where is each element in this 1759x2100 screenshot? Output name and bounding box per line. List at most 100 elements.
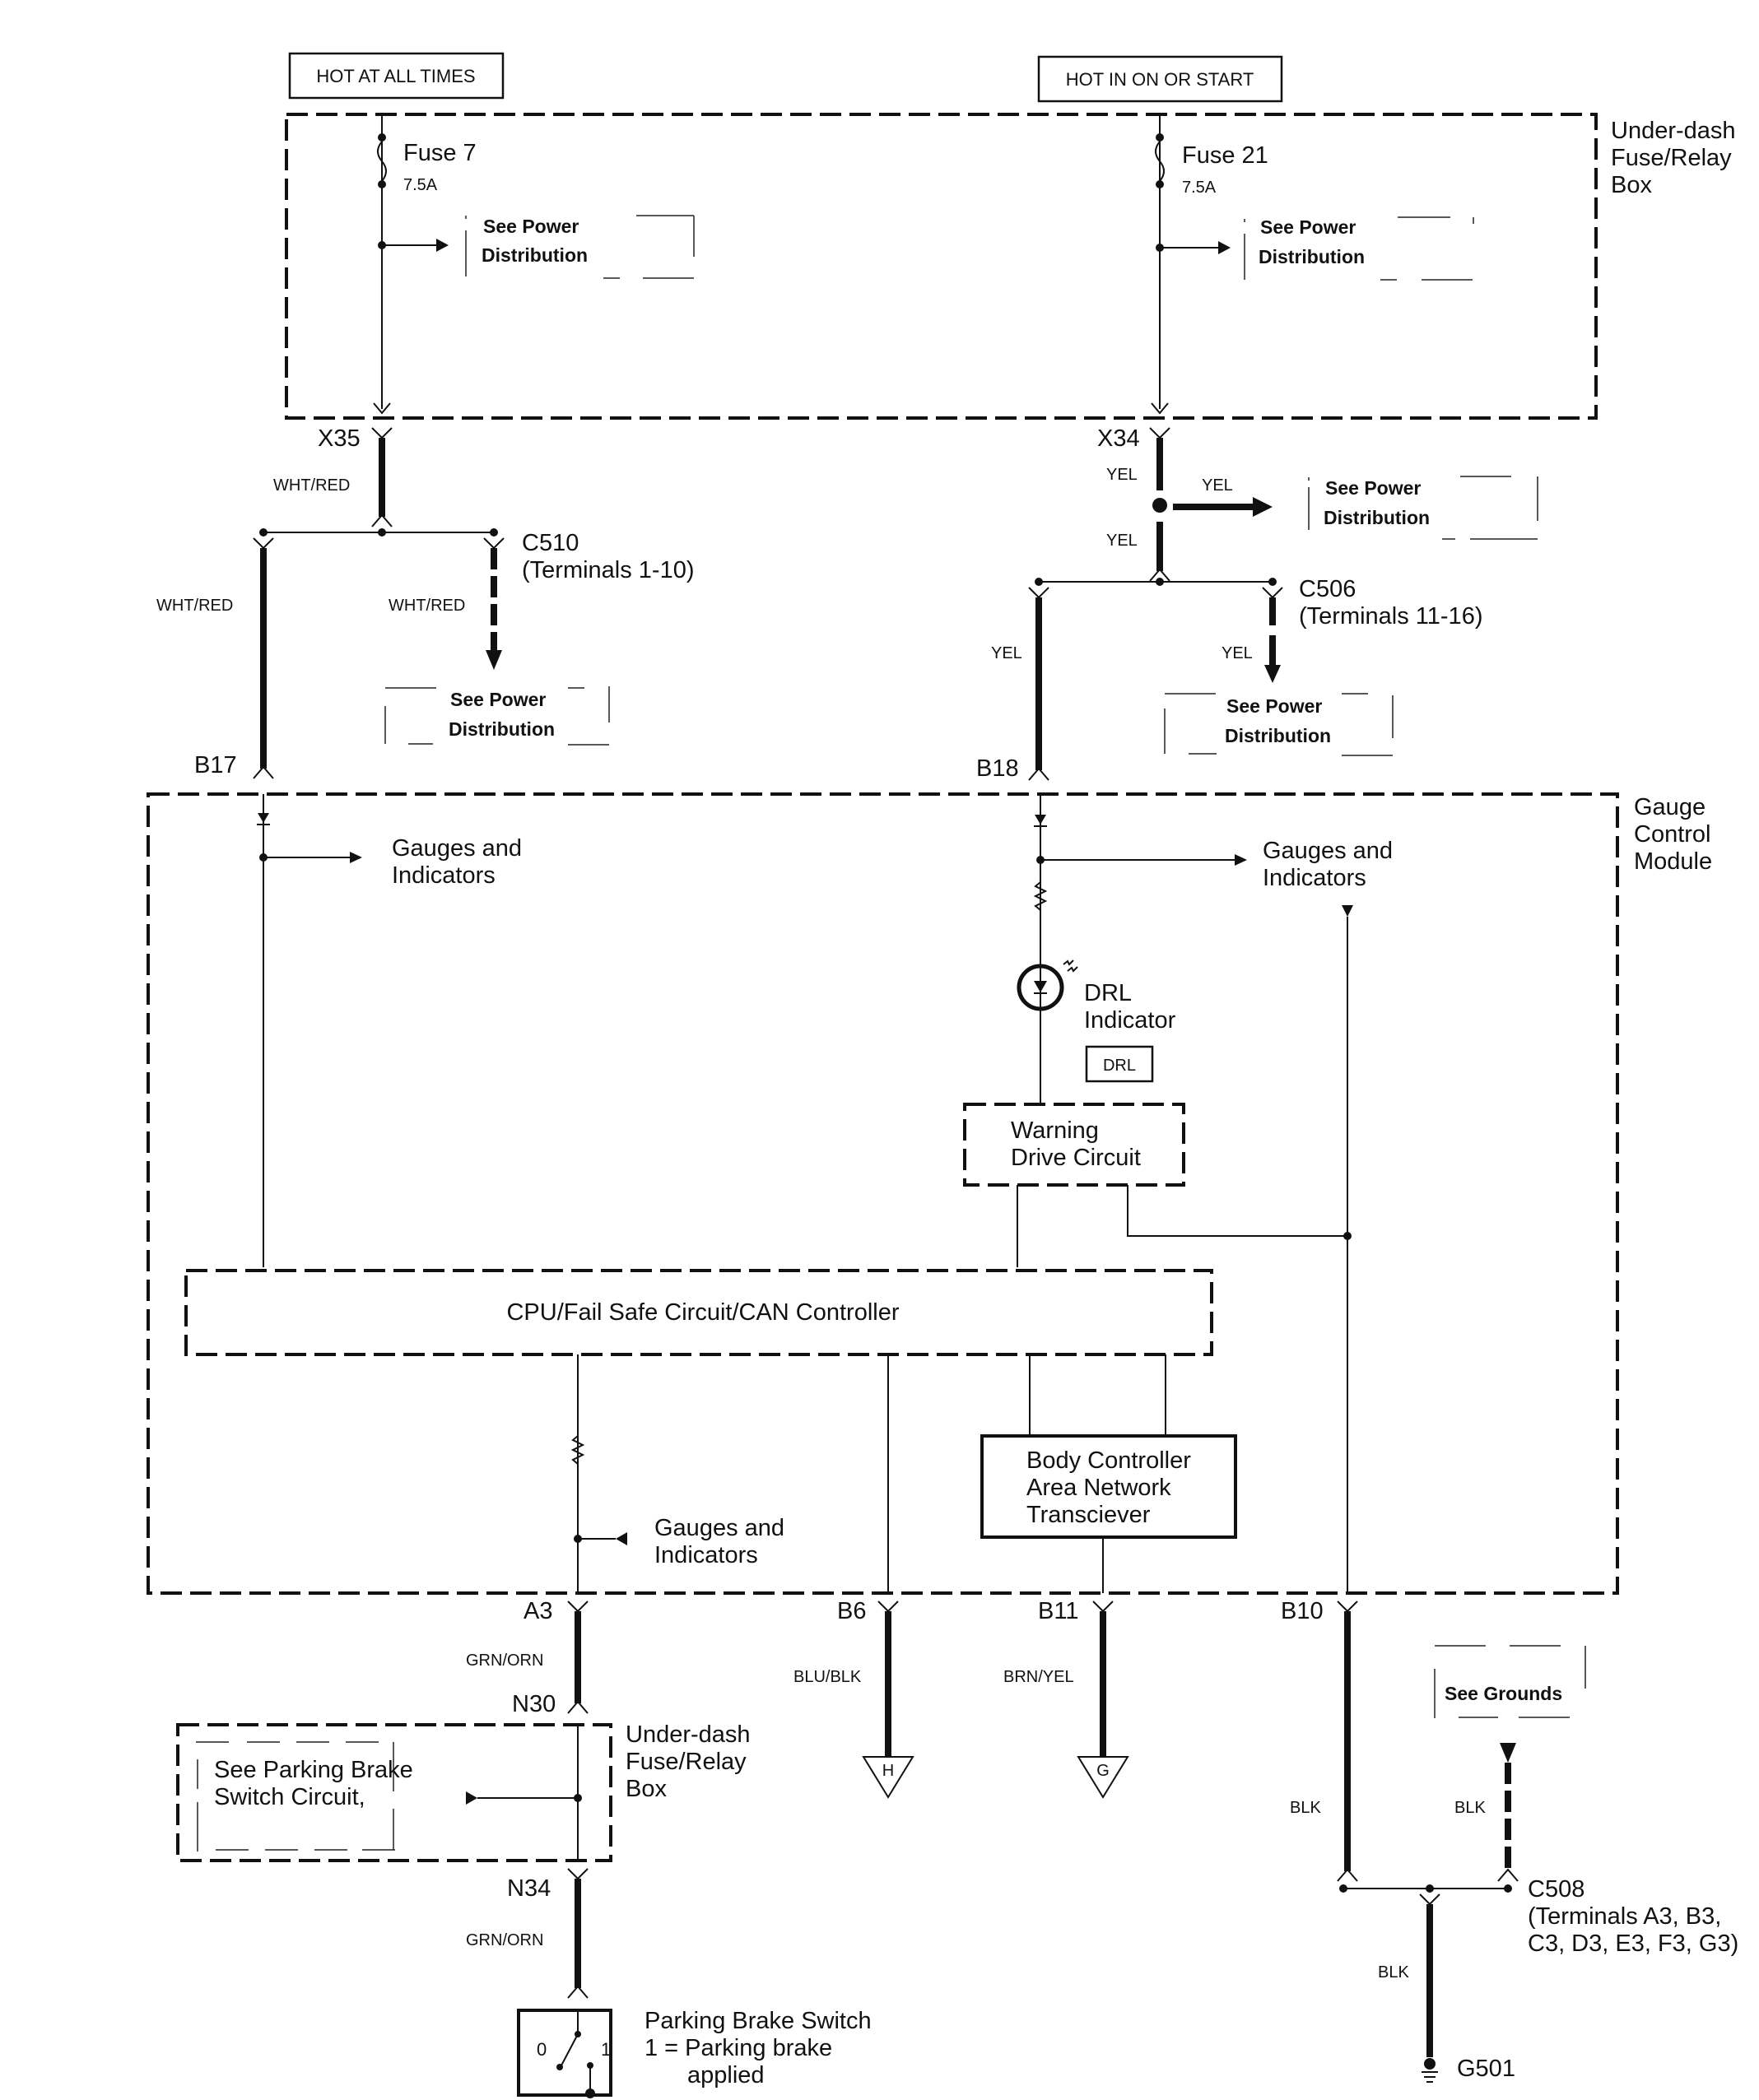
svg-text:See Power: See Power	[1226, 695, 1322, 717]
gauges-indicators-label: Gauges and	[392, 835, 522, 862]
wire-color-wht-red: WHT/RED	[156, 597, 233, 615]
connector-c508-terminals-2: C3, D3, E3, F3, G3)	[1528, 1930, 1738, 1957]
svg-text:Distribution: Distribution	[1225, 725, 1331, 746]
offpage-connector-h[interactable]: H	[862, 1756, 914, 1799]
connector-b17: B17	[194, 752, 237, 778]
gauges-indicators-label: Gauges and	[1263, 838, 1393, 864]
connector-n34: N34	[507, 1875, 551, 1902]
underdash-fuse-relay-box	[285, 113, 1598, 420]
underdash-label-1: Under-dash	[626, 1721, 751, 1748]
see-power-distribution-ref[interactable]: See Power Distribution	[384, 686, 610, 746]
see-power-distribution-ref[interactable]: See Power Distribution	[465, 215, 695, 279]
see-grounds-ref[interactable]: See Grounds	[1434, 1645, 1586, 1718]
gauges-indicators-label-2: Indicators	[654, 1542, 758, 1568]
svg-text:See Power: See Power	[450, 689, 546, 710]
arrow-left-icon	[616, 1532, 627, 1545]
connector-c508: C508	[1528, 1876, 1584, 1903]
switch-pos-0: 0	[537, 2039, 547, 2060]
bcan-label-2: Area Network	[1026, 1475, 1171, 1501]
svg-text:See Parking Brake: See Parking Brake	[214, 1757, 413, 1783]
wire-color-yel: YEL	[1202, 476, 1233, 495]
wire-color-blu-blk: BLU/BLK	[793, 1668, 862, 1686]
diode-icon	[258, 813, 269, 823]
gcm-label-3: Module	[1634, 848, 1712, 875]
svg-text:Distribution: Distribution	[1324, 507, 1430, 528]
parking-brake-switch-label: Parking Brake Switch	[645, 2008, 872, 2034]
warning-drive-circuit	[963, 1103, 1185, 1187]
connector-b6: B6	[837, 1598, 866, 1624]
resistor-icon	[570, 1435, 585, 1465]
arrow-down-icon	[1342, 905, 1353, 917]
gcm-label-2: Control	[1634, 821, 1711, 848]
wire-color-wht-red: WHT/RED	[389, 597, 465, 615]
svg-text:See Power: See Power	[1325, 477, 1421, 499]
wire-color-brn-yel: BRN/YEL	[1003, 1668, 1074, 1686]
drl-indicator-bulb-icon	[1017, 959, 1078, 1011]
resistor-icon	[1033, 881, 1048, 911]
connector-x34: X34	[1097, 425, 1140, 452]
hot-at-all-times-box: HOT AT ALL TIMES	[288, 52, 505, 100]
hot-at-all-times-label: HOT AT ALL TIMES	[316, 66, 475, 86]
svg-text:H: H	[882, 1762, 894, 1780]
warning-drive-label-2: Drive Circuit	[1011, 1145, 1141, 1171]
parking-brake-switch-label-3: applied	[687, 2062, 765, 2088]
gcm-label-1: Gauge	[1634, 794, 1705, 820]
offpage-connector-g[interactable]: G	[1077, 1756, 1129, 1799]
ground-g501-icon	[1422, 2058, 1438, 2083]
gauge-control-module	[147, 792, 1619, 1595]
arrow-right-icon	[1218, 241, 1231, 254]
wire-color-yel: YEL	[1222, 644, 1253, 662]
parking-brake-switch-label-2: 1 = Parking brake	[645, 2035, 832, 2061]
underdash-fuse-relay-box-lower	[176, 1723, 612, 1862]
warning-drive-label: Warning	[1011, 1117, 1099, 1144]
cpu-fail-safe-can-controller	[184, 1269, 1213, 1356]
gauges-indicators-label: Gauges and	[654, 1515, 784, 1541]
arrow-right-icon	[350, 852, 362, 863]
connector-n30: N30	[512, 1691, 556, 1717]
parking-brake-switch-icon	[517, 2009, 612, 2098]
fuse-7-icon	[377, 141, 387, 182]
wire-color-yel: YEL	[1106, 532, 1138, 550]
cpu-label: CPU/Fail Safe Circuit/CAN Controller	[506, 1299, 899, 1326]
bcan-label-3: Transciever	[1026, 1502, 1151, 1528]
arrow-right-icon	[1235, 854, 1247, 866]
connector-c508-terminals: (Terminals A3, B3,	[1528, 1903, 1721, 1930]
connector-b18: B18	[976, 755, 1019, 782]
wire-color-yel: YEL	[1106, 466, 1138, 484]
fuse-21-icon	[1155, 141, 1165, 182]
svg-text:Distribution: Distribution	[1259, 246, 1365, 267]
wire-color-grn-orn: GRN/ORN	[466, 1931, 543, 1949]
arrow-down-icon	[486, 650, 502, 670]
hot-in-on-or-start-box: HOT IN ON OR START	[1037, 55, 1283, 103]
see-power-distribution-ref[interactable]: See Power Distribution	[1308, 476, 1538, 540]
svg-text:See Power: See Power	[1260, 216, 1356, 238]
fuse-21-rating: 7.5A	[1182, 179, 1217, 197]
svg-text:Distribution: Distribution	[449, 718, 555, 740]
connector-b10: B10	[1281, 1598, 1324, 1624]
see-parking-brake-switch-ref[interactable]: See Parking Brake Switch Circuit,	[196, 1741, 413, 1851]
arrow-down-icon	[1264, 665, 1281, 683]
svg-text:See Power: See Power	[483, 216, 579, 237]
connector-c510-terminals: (Terminals 1-10)	[522, 557, 695, 583]
underdash-label-2: Fuse/Relay	[626, 1749, 747, 1775]
see-power-distribution-ref[interactable]: See Power Distribution	[1164, 693, 1394, 756]
wire-color-grn-orn: GRN/ORN	[466, 1652, 543, 1670]
wire-color-blk: BLK	[1290, 1799, 1321, 1817]
svg-text:G: G	[1096, 1762, 1110, 1780]
wire-color-yel: YEL	[991, 644, 1022, 662]
connector-b11: B11	[1038, 1598, 1078, 1624]
connector-c510: C510	[522, 530, 579, 556]
see-power-distribution-ref[interactable]: See Power Distribution	[1244, 216, 1474, 281]
svg-text:Distribution: Distribution	[482, 244, 588, 266]
arrow-right-icon	[436, 239, 449, 252]
underdash-label-1: Under-dash	[1611, 118, 1736, 144]
fuse-7-rating: 7.5A	[403, 176, 438, 194]
ground-g501: G501	[1457, 2056, 1515, 2082]
hot-in-on-or-start-label: HOT IN ON OR START	[1066, 69, 1254, 90]
arrow-right-icon	[1253, 497, 1273, 517]
connector-c506: C506	[1299, 576, 1356, 602]
bcan-label-1: Body Controller	[1026, 1447, 1191, 1474]
body-can-transceiver	[980, 1434, 1237, 1539]
underdash-label-3: Box	[626, 1776, 667, 1802]
connector-x35: X35	[318, 425, 361, 452]
